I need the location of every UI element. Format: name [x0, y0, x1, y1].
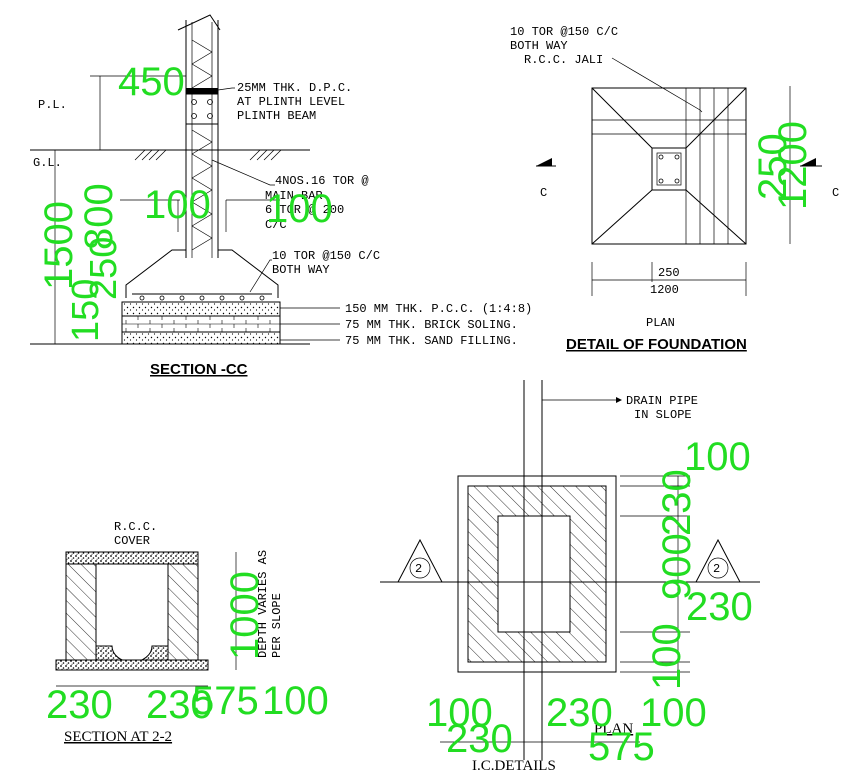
pl-label: P.L. — [38, 98, 67, 112]
jali-note-2: BOTH WAY — [510, 39, 568, 53]
section-marker-right: 2 — [713, 562, 720, 576]
section-2-2-title: SECTION AT 2-2 — [64, 729, 172, 745]
dim-230-top: 230 — [655, 469, 699, 536]
width-250: 250 — [658, 266, 680, 280]
foundation-plan: 10 TOR @150 C/C BOTH WAY R.C.C. JALI C C… — [510, 25, 839, 353]
cover-note-1: R.C.C. — [114, 520, 157, 534]
dim-230-bottom-right: 230 — [546, 691, 613, 735]
dim-800: 800 — [77, 183, 121, 250]
bar-note-3: 6 TOR @ 200 — [265, 203, 344, 217]
ic-plan-label: PLAN — [594, 721, 633, 737]
ic-details: DRAIN PIPE IN SLOPE 2 2 PLAN I.C.DETAILS… — [380, 380, 760, 774]
dim-575-bottom: 575 — [588, 725, 655, 769]
dim-100-top: 100 — [684, 435, 751, 479]
dim-230-bottom-left: 230 — [446, 717, 513, 761]
gl-label: G.L. — [33, 156, 62, 170]
dim-1000: 1000 — [223, 571, 267, 660]
dim-100-right: 100 — [266, 187, 333, 231]
dim-100-bottom-left: 100 — [426, 691, 493, 735]
dpc-note-2: AT PLINTH LEVEL — [237, 95, 345, 109]
plan-label: PLAN — [646, 316, 675, 330]
dim-575: 575 — [192, 679, 259, 723]
dim-150: 150 — [65, 279, 107, 342]
depth-note-1: DEPTH VARIES AS — [256, 550, 270, 658]
dim-100-side: 100 — [645, 623, 689, 690]
ic-title: I.C.DETAILS — [472, 758, 556, 774]
drain-note-2: IN SLOPE — [634, 408, 692, 422]
dpc-note-3: PLINTH BEAM — [237, 109, 316, 123]
dim-250-plan: 250 — [751, 133, 795, 200]
section-marker-left: 2 — [415, 562, 422, 576]
dim-100-left: 100 — [144, 183, 211, 227]
dim-230-right: 230 — [146, 683, 213, 727]
dim-450: 450 — [118, 60, 185, 104]
width-1200: 1200 — [650, 283, 679, 297]
tor-note-2: BOTH WAY — [272, 263, 330, 277]
bar-note-2: MAIN BAR — [265, 189, 323, 203]
sand-note: 75 MM THK. SAND FILLING. — [345, 334, 518, 348]
pcc-note: 150 MM THK. P.C.C. (1:4:8) — [345, 302, 532, 316]
jali-note-3: R.C.C. JALI — [524, 53, 603, 67]
dim-100-bottom-right: 100 — [640, 691, 707, 735]
dpc-note-1: 25MM THK. D.P.C. — [237, 81, 352, 95]
brick-note: 75 MM THK. BRICK SOLING. — [345, 318, 518, 332]
depth-note-2: PER SLOPE — [270, 593, 284, 658]
jali-note-1: 10 TOR @150 C/C — [510, 25, 618, 39]
dim-100: 100 — [262, 679, 329, 723]
dim-1200-plan: 1200 — [771, 121, 815, 210]
dim-900: 900 — [655, 533, 699, 600]
section-cc-title: SECTION -CC — [150, 361, 248, 378]
section-2-2: R.C.C. COVER DEPTH VARIES AS PER SLOPE S… — [46, 520, 329, 745]
section-cc: P.L. G.L. 25MM THK. D.P.C. AT PLINTH LEV… — [30, 14, 532, 378]
dim-230-bottom: 230 — [686, 585, 753, 629]
dim-250: 250 — [83, 237, 125, 300]
dim-1500: 1500 — [37, 201, 81, 290]
cover-note-2: COVER — [114, 534, 150, 548]
drain-note-1: DRAIN PIPE — [626, 394, 698, 408]
foundation-title: DETAIL OF FOUNDATION — [566, 336, 747, 353]
section-mark-left: C — [540, 186, 547, 200]
bar-note-1: 4NOS.16 TOR @ — [275, 174, 369, 188]
section-mark-right: C — [832, 186, 839, 200]
bar-note-4: C/C — [265, 218, 287, 232]
dim-230-left: 230 — [46, 683, 113, 727]
tor-note-1: 10 TOR @150 C/C — [272, 249, 380, 263]
